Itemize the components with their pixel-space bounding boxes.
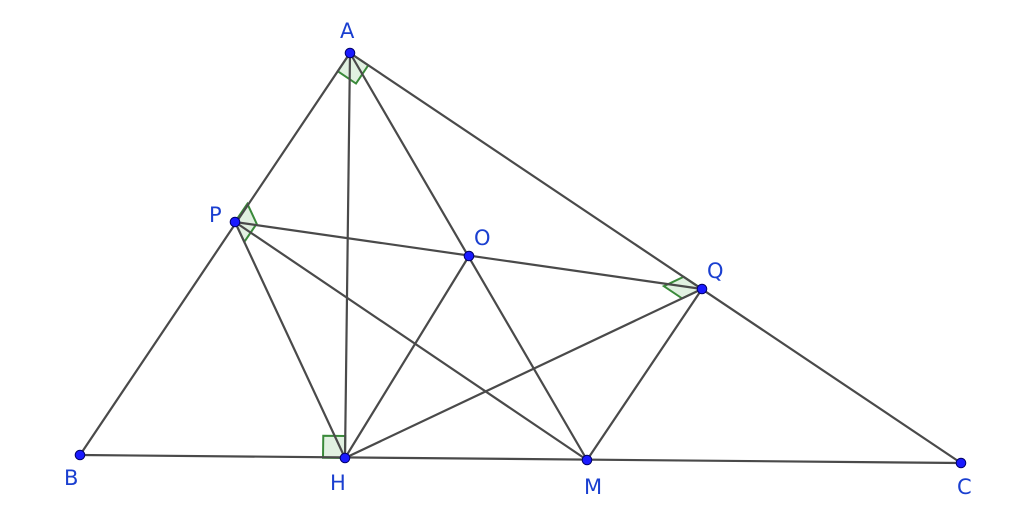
segment-HQ [343, 287, 704, 460]
segment-HO [343, 254, 471, 460]
segment-AB [78, 51, 352, 457]
segment-QM [585, 287, 704, 462]
point-H [339, 452, 351, 464]
point-labels: A B C H M O P Q [64, 19, 972, 499]
point-B [74, 449, 86, 461]
point-M [581, 454, 593, 466]
label-H: H [330, 471, 346, 495]
point-C [955, 457, 967, 469]
point-A [344, 47, 356, 59]
segment-BC [78, 453, 963, 465]
segments [78, 51, 963, 465]
label-M: M [584, 475, 602, 499]
label-A: A [340, 19, 355, 43]
point-P [229, 216, 241, 228]
label-O: O [474, 226, 491, 250]
segment-AC [348, 51, 963, 465]
label-Q: Q [707, 259, 724, 283]
point-O [463, 250, 475, 262]
segment-PH [233, 220, 347, 460]
segment-AH [343, 51, 352, 460]
label-C: C [957, 475, 972, 499]
point-Q [696, 283, 708, 295]
points [74, 47, 967, 469]
segment-PM [233, 220, 589, 462]
label-P: P [209, 203, 222, 227]
label-B: B [64, 466, 78, 490]
